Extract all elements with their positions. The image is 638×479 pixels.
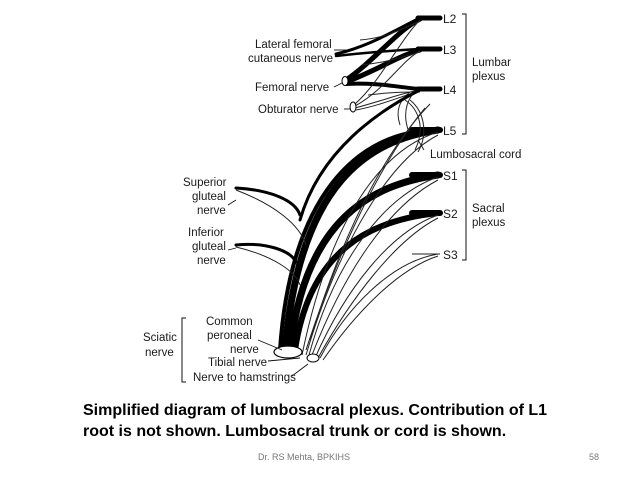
root-s3: S3 (443, 248, 458, 262)
sciatic-label-line2: nerve (145, 347, 174, 359)
root-l4: L4 (443, 83, 457, 97)
root-labels: L2 L3 L4 L5 S1 S2 S3 (443, 12, 458, 262)
sciatic-bracket (181, 317, 186, 383)
lumbar-plexus-label-line2: plexus (472, 71, 505, 83)
root-s2: S2 (443, 207, 458, 221)
lumbosacral-plexus-diagram: L2 L3 L4 L5 S1 S2 S3 Lumbar plexus Sacra… (143, 12, 521, 384)
plexus-brackets (181, 13, 467, 383)
lateral-femoral-label-line2: cutaneous nerve (248, 53, 333, 65)
sciatic-label-line1: Sciatic (143, 332, 177, 344)
superior-gluteal-label-line2: gluteal (192, 191, 226, 203)
lumbosacral-cord-label: Lumbosacral cord (430, 149, 521, 161)
superior-gluteal-label-line1: Superior (183, 177, 227, 189)
leader-lines (227, 49, 425, 377)
sacral-plexus-label-line1: Sacral (472, 203, 505, 215)
common-peroneal-label-line3: nerve (230, 344, 259, 356)
lumbar-bracket (462, 13, 467, 135)
femoral-nerve-label: Femoral nerve (255, 82, 329, 94)
sacral-plexus-label-line2: plexus (472, 217, 505, 229)
slide-footer: Dr. RS Mehta, BPKIHS 58 (0, 450, 638, 466)
superior-gluteal-label-line3: nerve (197, 205, 226, 217)
caption-line-2: root is not shown. Lumbosacral trunk or … (83, 423, 507, 440)
lumbar-plexus-nerves (334, 15, 443, 113)
root-s1: S1 (443, 169, 458, 183)
sacral-bracket (462, 169, 467, 261)
lumbar-plexus-label-line1: Lumbar (472, 57, 511, 69)
inferior-gluteal-label-line1: Inferior (188, 227, 224, 239)
common-peroneal-label-line1: Common (206, 316, 253, 328)
common-peroneal-label-line2: peroneal (207, 330, 252, 342)
root-l5: L5 (443, 124, 457, 138)
root-l2: L2 (443, 12, 457, 26)
obturator-nerve-label: Obturator nerve (258, 104, 339, 116)
lateral-femoral-label-line1: Lateral femoral (255, 39, 332, 51)
footer-author: Dr. RS Mehta, BPKIHS (258, 452, 351, 462)
sacral-plexus-nerves (234, 88, 443, 363)
figure-caption: Simplified diagram of lumbosacral plexus… (83, 400, 603, 442)
tibial-nerve-label: Tibial nerve (208, 357, 267, 369)
page-number: 58 (589, 452, 600, 462)
caption-line-1: Simplified diagram of lumbosacral plexus… (83, 402, 548, 419)
inferior-gluteal-label-line3: nerve (197, 255, 226, 267)
inferior-gluteal-label-line2: gluteal (192, 241, 226, 253)
root-l3: L3 (443, 43, 457, 57)
hamstrings-nerve-label: Nerve to hamstrings (193, 372, 296, 384)
